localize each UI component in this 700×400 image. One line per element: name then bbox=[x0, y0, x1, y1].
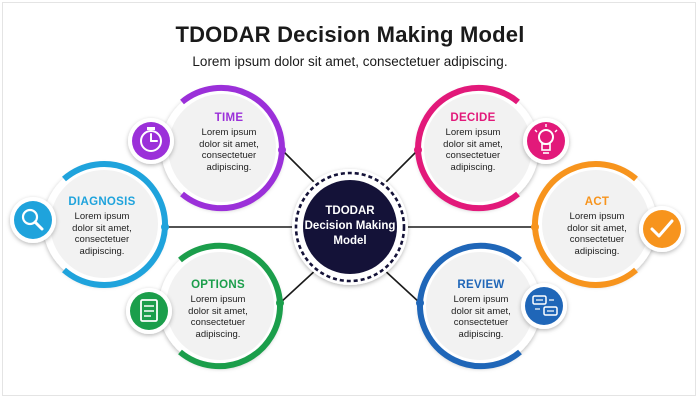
act-desc-1: Lorem ipsum bbox=[569, 211, 625, 222]
act-connector-dot bbox=[531, 223, 539, 231]
page-subtitle: Lorem ipsum dolor sit amet, consectetuer… bbox=[192, 54, 508, 69]
time-desc-4: adipiscing. bbox=[206, 161, 252, 173]
decide-desc-1: Lorem ipsum bbox=[445, 127, 501, 138]
diagnosis-desc-4: adipiscing. bbox=[79, 245, 125, 257]
decide-title: DECIDE bbox=[450, 112, 496, 124]
act-desc-3: consectetuer bbox=[569, 234, 625, 245]
options-text: OPTIONS Lorem ipsum dolor sit amet, cons… bbox=[168, 279, 268, 340]
options-desc-4: adipiscing. bbox=[195, 328, 241, 340]
diagnosis-desc-2: dolor sit amet, bbox=[72, 222, 132, 234]
act-title: ACT bbox=[584, 196, 610, 208]
checkmark-icon bbox=[639, 206, 685, 252]
options-connector-dot bbox=[276, 299, 284, 307]
decide-desc-4: adipiscing. bbox=[450, 161, 496, 173]
time-desc-1: Lorem ipsum bbox=[201, 127, 257, 138]
diagnosis-desc-1: Lorem ipsum bbox=[74, 211, 130, 222]
decide-desc-3: consectetuer bbox=[445, 150, 501, 161]
review-desc-2: dolor sit amet, bbox=[451, 305, 511, 317]
options-desc-2: dolor sit amet, bbox=[188, 305, 248, 317]
checklist-icon bbox=[126, 288, 172, 334]
page-title: TDODAR Decision Making Model bbox=[175, 22, 525, 47]
node-act bbox=[531, 161, 685, 288]
review-desc-1: Lorem ipsum bbox=[453, 294, 509, 305]
options-title: OPTIONS bbox=[191, 279, 245, 291]
act-text: ACT Lorem ipsum dolor sit amet, consecte… bbox=[547, 196, 647, 257]
review-chat-icon bbox=[521, 283, 567, 329]
connector-options bbox=[279, 267, 319, 304]
connector-lines bbox=[165, 149, 535, 304]
time-title: TIME bbox=[214, 112, 244, 124]
connector-review bbox=[381, 267, 421, 304]
diagnosis-title: DIAGNOSIS bbox=[68, 196, 136, 208]
review-title: REVIEW bbox=[457, 279, 505, 291]
center-line-1: TDODAR bbox=[325, 205, 375, 217]
review-text: REVIEW Lorem ipsum dolor sit amet, conse… bbox=[431, 279, 531, 340]
node-options bbox=[126, 242, 284, 370]
connector-time bbox=[281, 149, 319, 187]
options-desc-1: Lorem ipsum bbox=[190, 294, 246, 305]
decide-desc-2: dolor sit amet, bbox=[443, 138, 503, 150]
time-text: TIME Lorem ipsum dolor sit amet, consect… bbox=[179, 112, 279, 173]
center-dashed-ring bbox=[294, 171, 406, 283]
center-circle bbox=[303, 180, 397, 274]
decide-connector-dot bbox=[414, 146, 422, 154]
center-line-3: Model bbox=[333, 235, 367, 247]
diagnosis-connector-dot bbox=[161, 223, 169, 231]
center-label: TDODAR Decision Making Model bbox=[300, 204, 400, 249]
review-desc-3: consectetuer bbox=[453, 317, 509, 328]
act-desc-4: adipiscing. bbox=[574, 245, 620, 257]
decide-text: DECIDE Lorem ipsum dolor sit amet, conse… bbox=[423, 112, 523, 173]
node-review bbox=[416, 242, 567, 370]
connector-decide bbox=[381, 149, 419, 187]
node-decide bbox=[414, 84, 569, 212]
act-desc-2: dolor sit amet, bbox=[567, 222, 627, 234]
time-desc-2: dolor sit amet, bbox=[199, 138, 259, 150]
center-hub bbox=[292, 169, 408, 285]
magnifier-icon bbox=[10, 197, 56, 243]
review-connector-dot bbox=[416, 299, 424, 307]
options-desc-3: consectetuer bbox=[190, 317, 246, 328]
clock-icon bbox=[128, 118, 174, 164]
node-time bbox=[128, 84, 286, 212]
center-line-2: Decision Making bbox=[304, 220, 396, 232]
time-arc bbox=[180, 84, 286, 151]
diagnosis-text: DIAGNOSIS Lorem ipsum dolor sit amet, co… bbox=[52, 196, 152, 257]
diagnosis-desc-3: consectetuer bbox=[74, 234, 130, 245]
node-diagnosis bbox=[10, 161, 169, 288]
time-connector-dot bbox=[278, 146, 286, 154]
lightbulb-icon bbox=[523, 118, 569, 164]
review-desc-4: adipiscing. bbox=[458, 328, 504, 340]
time-desc-3: consectetuer bbox=[201, 150, 257, 161]
